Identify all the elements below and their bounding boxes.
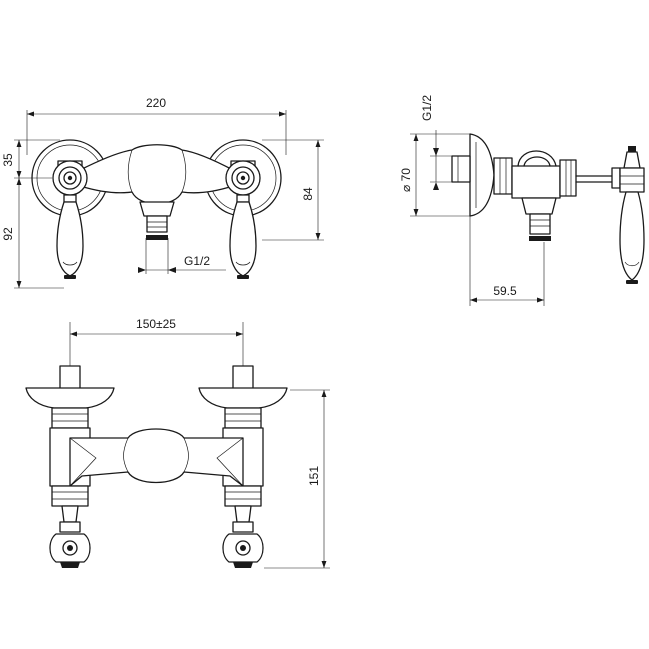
dim-label-150: 150±25 bbox=[136, 317, 176, 331]
mixer-body bbox=[79, 144, 234, 205]
plan-left-inlet bbox=[59, 365, 81, 391]
side-lever-cap bbox=[623, 151, 641, 169]
plan-left-nut bbox=[51, 407, 89, 429]
plan-right-nut bbox=[224, 407, 262, 429]
body-crease bbox=[127, 149, 187, 193]
dim-label-84: 84 bbox=[301, 187, 315, 201]
dim-label-220: 220 bbox=[146, 96, 166, 110]
side-top-arc bbox=[517, 150, 557, 167]
side-spout bbox=[521, 197, 557, 215]
spout-ring bbox=[146, 215, 168, 233]
front-view: 220 35 92 84 G1/2 bbox=[1, 96, 324, 289]
dim-label-g12-side: G1/2 bbox=[420, 95, 434, 121]
dim-label-g12-front: G1/2 bbox=[184, 254, 210, 268]
spout bbox=[139, 201, 175, 217]
dim-label-59-5: 59.5 bbox=[493, 284, 517, 298]
plan-right-inlet bbox=[232, 365, 254, 391]
dim-label-35: 35 bbox=[1, 153, 15, 167]
dim-label-151: 151 bbox=[307, 466, 321, 486]
side-flange bbox=[469, 133, 495, 217]
plan-right-flange bbox=[198, 387, 288, 409]
side-nut bbox=[493, 157, 513, 195]
right-tap bbox=[225, 160, 261, 279]
plan-central-body bbox=[69, 428, 244, 487]
plan-right-knob bbox=[222, 533, 264, 568]
side-inlet bbox=[451, 155, 471, 183]
dim-label-92: 92 bbox=[1, 227, 15, 241]
side-lever bbox=[619, 191, 645, 281]
plan-left-knob bbox=[49, 533, 91, 568]
plan-view: 150±25 151 bbox=[25, 317, 330, 569]
spout-outlet bbox=[146, 235, 168, 240]
plan-left-flange bbox=[25, 387, 115, 409]
dim-label-diam70: ⌀ 70 bbox=[399, 168, 413, 192]
side-view: G1/2 ⌀ 70 59.5 bbox=[399, 95, 645, 306]
side-body bbox=[511, 165, 561, 199]
left-tap bbox=[52, 160, 88, 279]
